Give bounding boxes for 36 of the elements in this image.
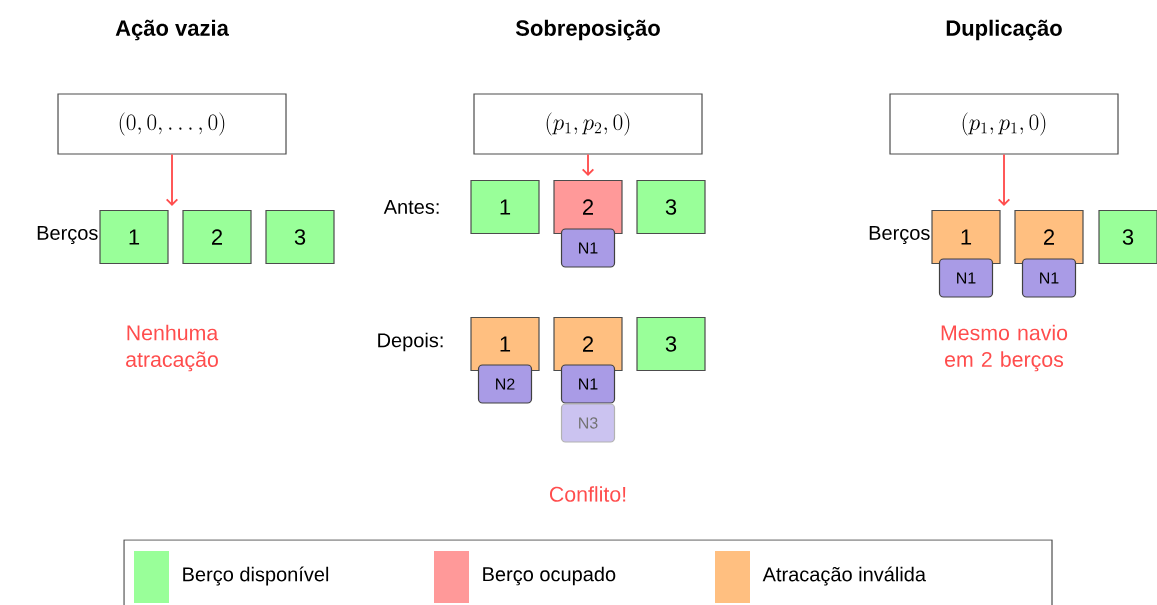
ship-chip: N1: [560, 364, 616, 404]
berth-box: 2: [1014, 209, 1084, 265]
ship-chip: N2: [477, 364, 533, 404]
berth-box: 1: [470, 316, 540, 372]
legend-text: Atracação inválida: [762, 566, 926, 586]
legend-text: Berço ocupado: [483, 566, 616, 586]
arrow: [165, 153, 179, 206]
row-label: Antes:: [383, 200, 439, 214]
note-text: Conflito!: [549, 486, 626, 502]
ship-chip: N1: [1021, 258, 1077, 298]
formula-box: $(p_1, p_2, 0)$: [473, 93, 703, 155]
formula-box: $(0, 0, \ldots, 0)$: [57, 93, 287, 155]
ship-chip: N1: [560, 228, 616, 268]
berth-box: 3: [265, 209, 335, 265]
berth-box: 2: [553, 316, 623, 372]
berth-box: 3: [636, 179, 706, 235]
arrow: [581, 153, 595, 176]
berth-box: 3: [1098, 209, 1157, 265]
row-label: Depois:: [378, 332, 443, 352]
berth-box: 2: [553, 179, 623, 235]
ship-chip: N1: [938, 258, 994, 298]
arrow: [997, 153, 1011, 206]
panel-title: Ação vazia: [115, 19, 229, 41]
legend-text: Berço disponível: [183, 566, 329, 586]
berth-box: 1: [99, 209, 169, 265]
panel-title: Sobreposição: [515, 19, 660, 41]
ship-chip: N3: [560, 403, 616, 443]
panel-title: Duplicação: [946, 19, 1062, 41]
note-text: Nenhuma atracação: [126, 324, 219, 372]
berth-box: 1: [931, 209, 1001, 265]
formula-box: $(p_1, p_1, 0)$: [889, 93, 1119, 155]
row-label: Berços: [869, 226, 930, 244]
berth-box: 2: [182, 209, 252, 265]
note-text: Mesmo navio em 2 berços: [941, 324, 1068, 372]
berth-box: 1: [470, 179, 540, 235]
berth-box: 3: [636, 316, 706, 372]
